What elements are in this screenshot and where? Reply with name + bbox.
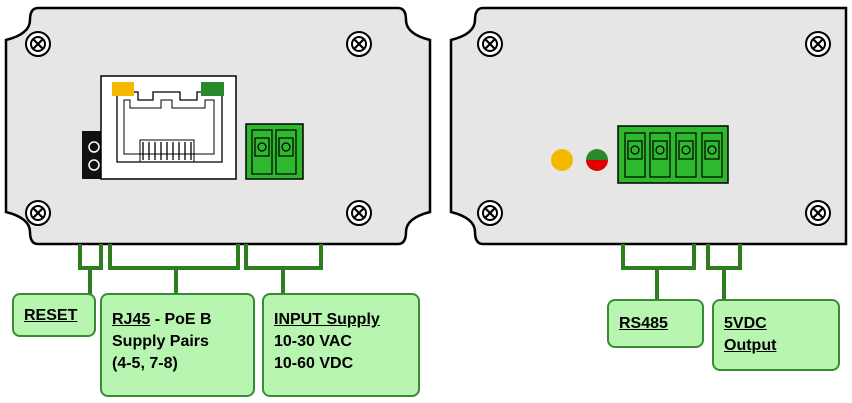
rj45-label-line2: Supply Pairs: [112, 333, 209, 350]
rs485-bracket: [621, 244, 696, 270]
reset-label: RESET: [12, 293, 96, 337]
screw-icon: [24, 30, 52, 58]
rj45-label-line3: (4-5, 7-8): [112, 355, 178, 372]
input-bracket: [244, 244, 323, 270]
rj45-led-yellow: [112, 82, 134, 96]
left-device: [4, 6, 432, 246]
rj45-label: RJ45 - PoE B Supply Pairs (4-5, 7-8): [100, 293, 255, 397]
output-label: 5VDC Output: [712, 299, 840, 371]
screw-icon: [476, 199, 504, 227]
callout-brackets: [78, 244, 742, 302]
rj45-port[interactable]: [100, 75, 237, 180]
input-label-title: INPUT Supply: [274, 311, 380, 328]
status-led-bicolor: [586, 149, 608, 171]
rj45-label-name: RJ45: [112, 311, 151, 328]
right-device: [449, 6, 848, 246]
input-terminal-block[interactable]: [245, 123, 304, 180]
screw-icon: [24, 199, 52, 227]
screw-icon: [804, 199, 832, 227]
rj45-label-rest: - PoE B: [150, 311, 212, 328]
status-led-yellow: [551, 149, 573, 171]
reset-button[interactable]: [82, 131, 104, 179]
rs485-terminal-block[interactable]: [617, 125, 729, 184]
reset-bracket: [78, 244, 103, 270]
input-label-line2: 10-30 VAC: [274, 333, 352, 350]
screw-icon: [345, 30, 373, 58]
rj45-led-green: [201, 82, 224, 96]
input-label-line3: 10-60 VDC: [274, 355, 354, 372]
screw-icon: [476, 30, 504, 58]
output-label-line2: Output: [724, 337, 777, 354]
output-bracket: [706, 244, 742, 270]
rs485-label-text: RS485: [619, 315, 668, 332]
rj45-bracket: [108, 244, 240, 270]
screw-icon: [345, 199, 373, 227]
rs485-label: RS485: [607, 299, 704, 348]
input-supply-label: INPUT Supply 10-30 VAC 10-60 VDC: [262, 293, 420, 397]
screw-icon: [804, 30, 832, 58]
rj45-label-line1: RJ45 - PoE B: [112, 309, 243, 331]
output-label-line1: 5VDC: [724, 315, 767, 332]
reset-label-text: RESET: [24, 307, 78, 324]
